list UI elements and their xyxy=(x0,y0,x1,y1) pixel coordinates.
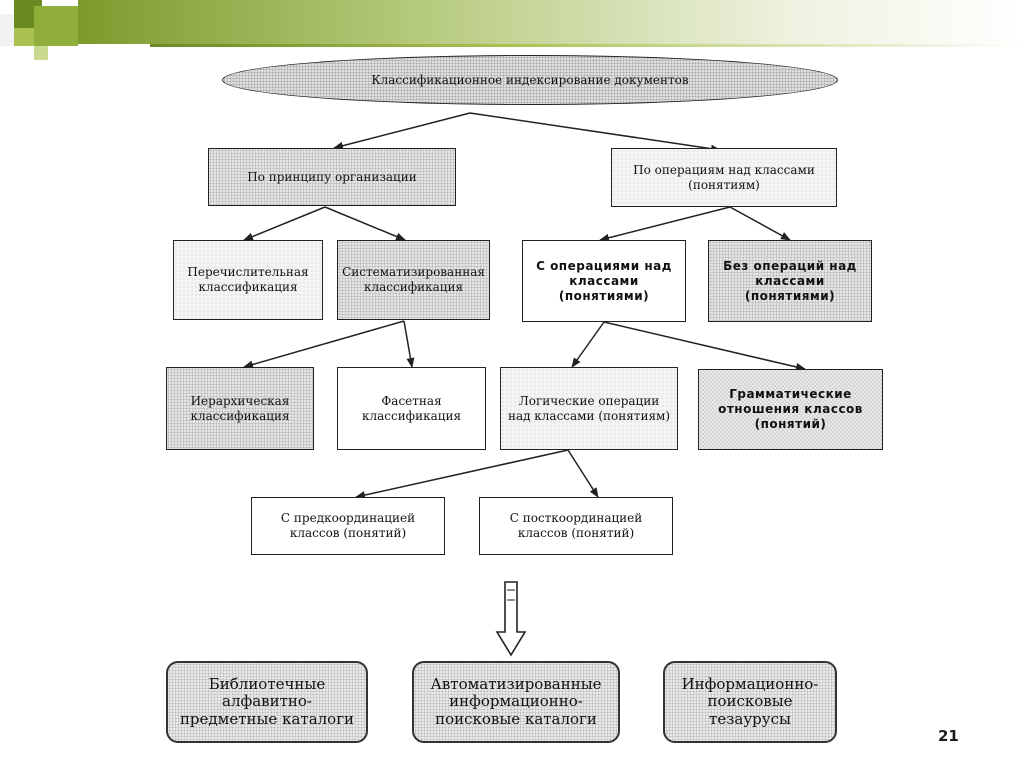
output-automated-catalogs-label: Автоматизированные информационно-поисков… xyxy=(430,675,602,728)
box-logical-operations-label: Логические операции над классами (поняти… xyxy=(507,393,671,423)
box-postcoordination: С посткоординацией классов (понятий) xyxy=(479,497,673,555)
arrow-with-to-logical xyxy=(571,321,605,368)
root-label: Классификационное индексирование докумен… xyxy=(371,73,689,87)
box-enumerative-label: Перечислительная классификация xyxy=(187,265,309,294)
arrow-with-to-grammatical xyxy=(603,321,806,371)
box-postcoordination-label: С посткоординацией классов (понятий) xyxy=(509,511,643,540)
arrow-operations-to-without xyxy=(729,206,791,241)
box-logical-operations: Логические операции над классами (поняти… xyxy=(500,367,678,450)
box-grammatical-label: Грамматические отношения классов (поняти… xyxy=(718,387,863,431)
box-by-principle-label: По принципу организации xyxy=(247,169,417,184)
arrow-root-to-operations xyxy=(469,112,721,153)
box-grammatical: Грамматические отношения классов (поняти… xyxy=(698,369,883,450)
box-by-operations: По операциям над классами (понятиям) xyxy=(611,148,837,207)
arrow-systematized-to-hierarchical xyxy=(243,320,405,369)
arrow-logical-to-precoordination xyxy=(355,449,569,499)
arrow-principle-to-systematized xyxy=(324,206,406,241)
box-hierarchical-label: Иерархическая классификация xyxy=(190,393,290,423)
box-by-operations-label: По операциям над классами (понятиям) xyxy=(633,162,815,192)
box-without-operations-label: Без операций над классами (понятиями) xyxy=(723,258,857,303)
box-enumerative: Перечислительная классификация xyxy=(173,240,323,320)
box-systematized: Систематизированная классификация xyxy=(337,240,490,320)
header-rule xyxy=(150,44,1024,47)
box-with-operations: С операциями над классами (понятиями) xyxy=(522,240,686,322)
box-precoordination: С предкоординацией классов (понятий) xyxy=(251,497,445,555)
box-systematized-label: Систематизированная классификация xyxy=(342,265,485,294)
box-faceted-label: Фасетная классификация xyxy=(361,393,462,423)
arrow-principle-to-enumerative xyxy=(243,206,326,241)
box-faceted: Фасетная классификация xyxy=(337,367,486,450)
output-automated-catalogs: Автоматизированные информационно-поисков… xyxy=(412,661,620,743)
output-thesauri: Информационно-поисковые тезаурусы xyxy=(663,661,837,743)
output-library-catalogs: Библиотечные алфавитно-предметные катало… xyxy=(166,661,368,743)
header-gradient-band xyxy=(78,0,1024,44)
arrow-root-to-principle xyxy=(333,112,471,150)
output-library-catalogs-label: Библиотечные алфавитно-предметные катало… xyxy=(179,675,355,728)
root-ellipse: Классификационное индексирование докумен… xyxy=(222,55,838,105)
box-hierarchical: Иерархическая классификация xyxy=(166,367,314,450)
arrow-logical-to-postcoordination xyxy=(567,449,599,498)
box-with-operations-label: С операциями над классами (понятиями) xyxy=(536,258,672,303)
output-thesauri-label: Информационно-поисковые тезаурусы xyxy=(681,675,819,728)
arrow-operations-to-with xyxy=(599,206,731,242)
box-precoordination-label: С предкоординацией классов (понятий) xyxy=(280,511,416,540)
down-arrow-icon xyxy=(495,581,527,657)
box-by-principle: По принципу организации xyxy=(208,148,456,206)
box-without-operations: Без операций над классами (понятиями) xyxy=(708,240,872,322)
arrow-systematized-to-faceted xyxy=(403,320,415,368)
slide-number: 21 xyxy=(938,727,959,745)
corner-squares-logo xyxy=(0,0,80,64)
